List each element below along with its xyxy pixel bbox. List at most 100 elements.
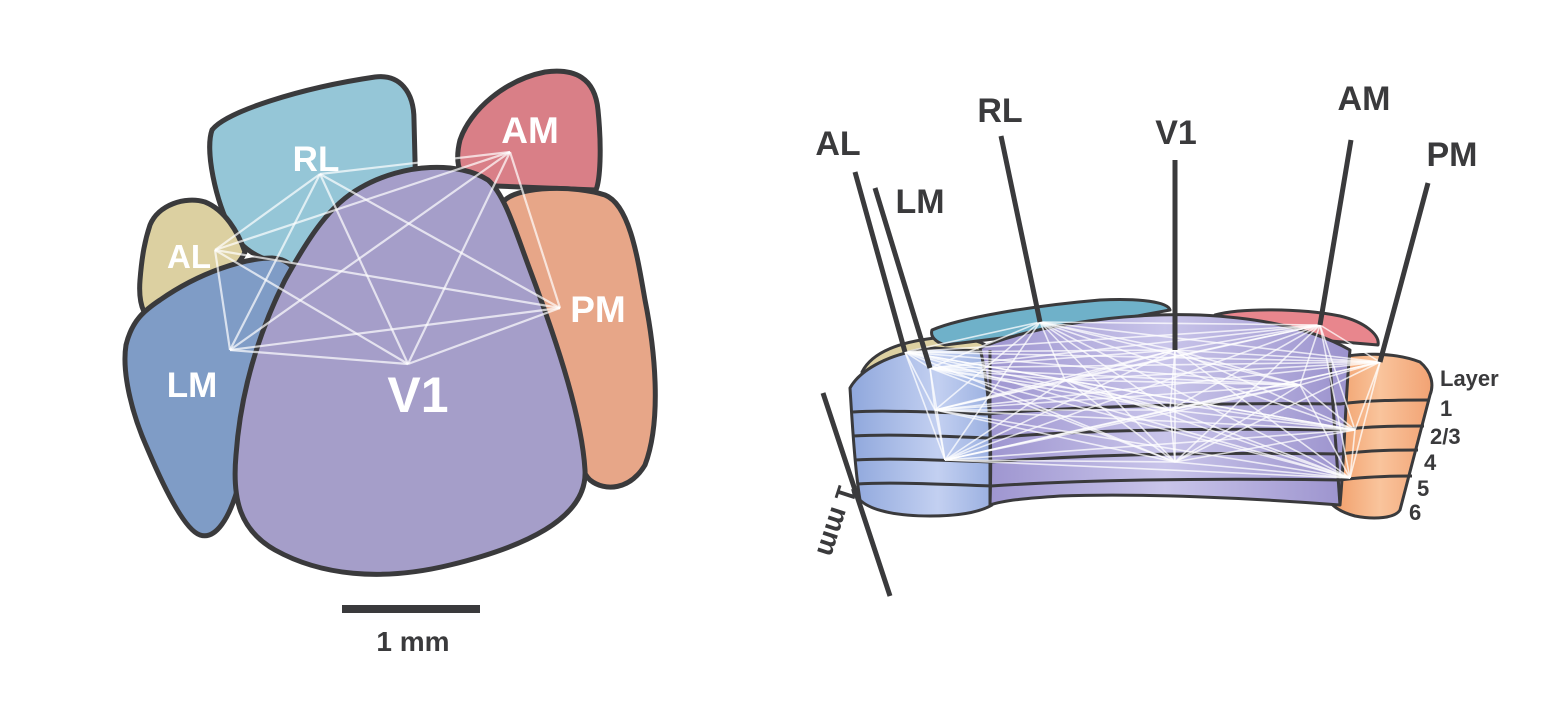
side-connection-RL-LMd (944, 321, 1041, 461)
area-label-LM: LM (167, 366, 218, 405)
side-connection-PM-PMb (1349, 361, 1381, 479)
side-connection-AMd-PMb (1299, 384, 1351, 479)
area-label-PM: PM (570, 289, 626, 330)
side-connection-LMd-PMa (944, 429, 1356, 461)
side-connection-LM-PMb (929, 367, 1351, 479)
side-connection-PM-V1b (1174, 361, 1381, 463)
side-connection-AM-RLd (1064, 324, 1321, 381)
side-view-connections (904, 321, 1381, 479)
layer-label-4: 4 (1424, 450, 1437, 475)
side-connection-PM-PMa (1354, 361, 1381, 431)
top-connection-AL-V1 (214, 249, 409, 365)
pin-RL (998, 135, 1043, 323)
side-connection-ALd-PMa (934, 409, 1356, 431)
side-connection-V1-AM (1174, 324, 1321, 351)
side-connection-RL-PMa (1039, 321, 1356, 431)
side-connection-RL-PM (1039, 321, 1381, 363)
side-connection-RLd-AMd (1064, 379, 1301, 386)
side-connection-V1-PMa (1174, 349, 1356, 431)
side-connection-AMd-PMa (1299, 384, 1356, 431)
side-label-AL: AL (815, 125, 860, 163)
pin-AM (1317, 139, 1354, 326)
side-block-LM (848, 346, 998, 518)
area-label-AL: AL (167, 238, 211, 275)
area-label-AM: AM (501, 110, 559, 151)
side-connection-LM-RL (929, 321, 1041, 369)
scale-bar (342, 605, 480, 613)
side-connection-AM-LMd (944, 324, 1321, 461)
side-connection-RL-AM (1039, 321, 1321, 326)
side-connection-RLd-V1a (1064, 379, 1171, 411)
pin-PM (1377, 182, 1431, 363)
top-view: RL AM AL PM LM V1 1 mm (122, 68, 658, 657)
side-connection-AL-AM (904, 324, 1321, 353)
side-connection-V1-V1a (1169, 349, 1176, 411)
side-connection-AL-LMd (904, 351, 946, 461)
side-connection-V1b-PMa (1174, 429, 1356, 463)
side-connection-RLd-V1b (1064, 379, 1176, 463)
layer-label-2-3: 2/3 (1430, 424, 1461, 449)
side-connection-LMd-PMb (944, 459, 1351, 479)
side-connection-RLd-PMa (1064, 379, 1356, 431)
side-connection-RLd-PMb (1064, 379, 1351, 479)
side-connection-ALd-LMd (934, 409, 946, 461)
top-connection-LM-V1 (229, 348, 409, 366)
side-connection-AM-V1b (1174, 324, 1321, 463)
layer-label-1: 1 (1440, 396, 1452, 421)
side-label-AM: AM (1338, 80, 1391, 118)
side-connection-RL-ALd (934, 321, 1041, 411)
side-label-RL: RL (977, 92, 1022, 130)
side-connection-PM-ALd (934, 361, 1381, 411)
top-connection-PM-LM (229, 306, 561, 352)
layer-boundaries (852, 350, 1431, 506)
side-connection-LMd-RLd (944, 379, 1066, 461)
side-connection-AL-V1 (904, 349, 1176, 353)
side-connection-V1-AMd (1174, 349, 1301, 386)
top-connection-AM-PM (508, 151, 562, 309)
side-connection-RL-RLd (1039, 321, 1066, 381)
side-view: AL LM RL V1 AM PM Layer 1 2/3 4 5 6 1 mm (811, 80, 1499, 597)
top-connection-RL-AM (319, 150, 511, 176)
top-connection-RL-V1 (319, 173, 409, 365)
side-connection-PMa-PMb (1349, 429, 1356, 479)
side-connection-V1-PM (1174, 349, 1381, 363)
side-connection-V1a-AMd (1169, 384, 1301, 411)
side-connection-RL-PMb (1039, 321, 1351, 479)
side-connection-AM-V1a (1169, 324, 1321, 411)
side-scale-bar-label: 1 mm (811, 481, 863, 560)
area-label-V1: V1 (387, 367, 448, 423)
side-connection-AL-RL (904, 321, 1041, 353)
layer-title: Layer (1440, 366, 1499, 391)
side-connection-LMd-V1b (944, 459, 1176, 463)
side-connection-V1b-AMd (1174, 384, 1301, 463)
side-connection-AM-AMd (1299, 324, 1321, 386)
side-connection-LM-PM (929, 361, 1381, 369)
top-connection-AM-LM (229, 151, 511, 351)
side-connection-V1a-PMb (1169, 409, 1351, 479)
side-connection-AM-PMb (1319, 324, 1351, 479)
scale-bar-label: 1 mm (376, 626, 449, 657)
side-scale-bar (820, 392, 893, 597)
side-connection-LM-V1 (929, 349, 1176, 369)
side-connection-PM-AMd (1299, 361, 1381, 386)
side-connection-V1a-V1b (1169, 409, 1176, 463)
top-connection-AM-V1 (407, 151, 511, 365)
top-connection-AL-LM (213, 249, 232, 351)
pin-AL (852, 171, 908, 353)
top-connection-PM-V1 (407, 306, 561, 366)
top-connection-RL-PM (319, 173, 561, 309)
side-connection-AL-LM (904, 351, 931, 369)
side-connection-V1a-PMa (1169, 409, 1356, 431)
side-label-LM: LM (895, 183, 944, 221)
layer-label-6: 6 (1409, 500, 1421, 525)
top-view-connections (213, 150, 562, 366)
layer-label-5: 5 (1417, 476, 1429, 501)
side-label-PM: PM (1427, 136, 1478, 174)
side-connection-PM-RLd (1064, 361, 1381, 381)
side-connection-AM-PMa (1319, 324, 1356, 431)
side-connection-AM-PM (1319, 324, 1381, 363)
area-label-RL: RL (293, 140, 340, 179)
top-connection-RL-LM (229, 173, 321, 351)
side-label-V1: V1 (1155, 114, 1197, 152)
